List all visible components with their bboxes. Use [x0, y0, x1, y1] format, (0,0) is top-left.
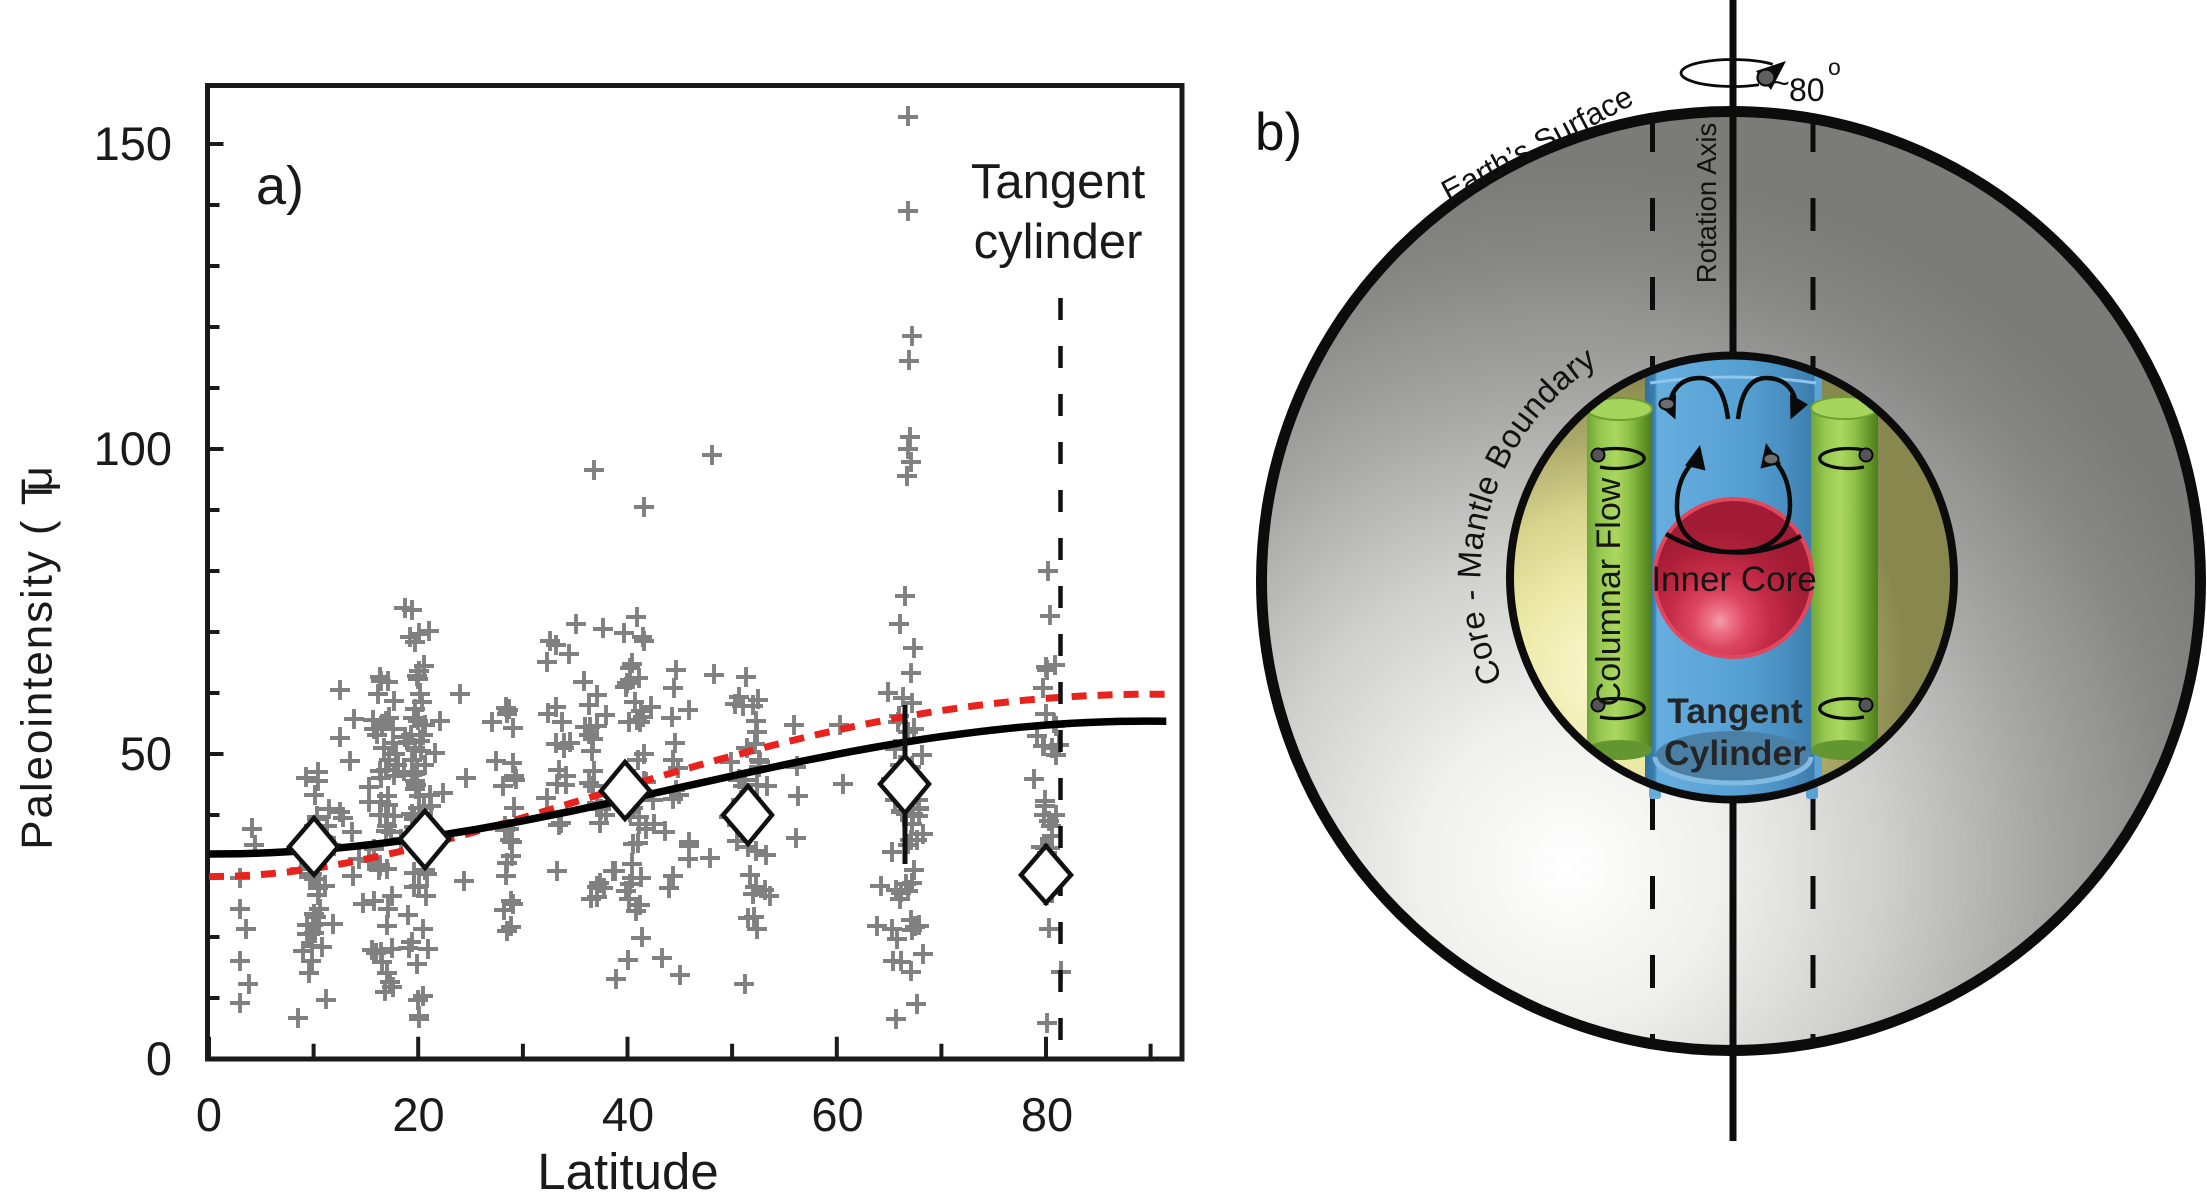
svg-text:80: 80 [1789, 72, 1825, 108]
svg-text:Rotation Axis: Rotation Axis [1691, 123, 1722, 284]
svg-text:cylinder: cylinder [974, 215, 1143, 269]
svg-text:100: 100 [94, 422, 172, 475]
svg-text:60: 60 [811, 1088, 863, 1141]
svg-text:150: 150 [94, 117, 172, 170]
svg-text:Cylinder: Cylinder [1664, 733, 1806, 773]
svg-text:Inner Core: Inner Core [1651, 560, 1816, 599]
svg-text:0: 0 [146, 1032, 172, 1085]
svg-text:20: 20 [392, 1088, 444, 1141]
svg-text:Latitude: Latitude [537, 1143, 719, 1200]
svg-text:Tangent: Tangent [1667, 691, 1803, 731]
svg-text:a): a) [256, 156, 304, 216]
svg-text:Tangent: Tangent [971, 155, 1146, 209]
svg-text:50: 50 [120, 727, 172, 780]
svg-text:Columnar Flow: Columnar Flow [1590, 477, 1628, 706]
svg-text:b): b) [1255, 103, 1302, 162]
svg-text:0: 0 [196, 1088, 222, 1141]
svg-text:Paleointensity ( Tμ: Paleointensity ( Tμ [13, 464, 62, 850]
svg-text:80: 80 [1021, 1088, 1073, 1141]
svg-text:40: 40 [602, 1088, 654, 1141]
svg-text:~: ~ [1771, 65, 1790, 101]
svg-text:o: o [1828, 54, 1841, 80]
